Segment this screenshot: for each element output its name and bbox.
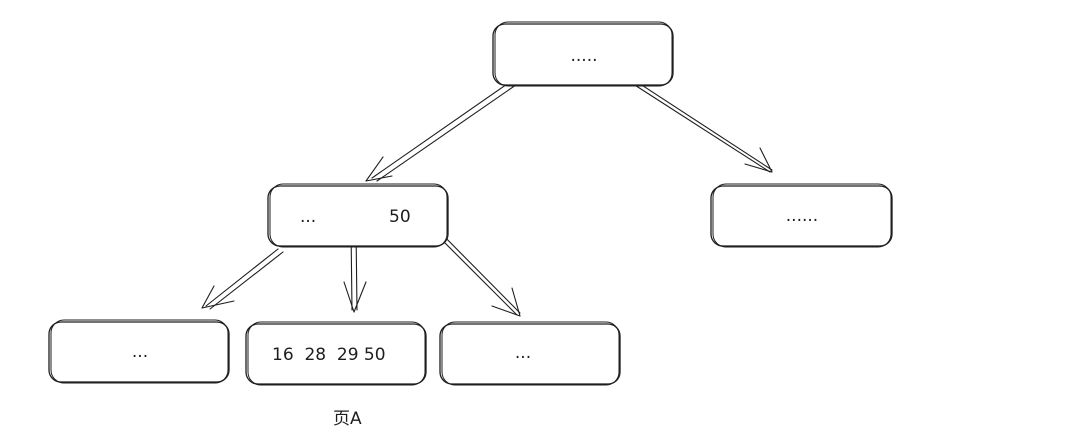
node-leaf-1-label: ...: [132, 342, 148, 362]
edge-mid-to-leaf-1: [201, 248, 284, 310]
node-mid-left: ... 50: [267, 183, 449, 248]
node-leaf-2-label: 16 28 29 50: [272, 345, 386, 365]
node-root: .....: [492, 21, 674, 87]
edge-root-to-mid-left: [365, 74, 527, 182]
node-mid-right-label: ......: [786, 206, 818, 226]
edge-root-to-mid-right: [629, 79, 773, 173]
page-a-caption: 页A: [333, 409, 362, 429]
node-leaf-1: ...: [48, 319, 230, 384]
node-leaf-2: 16 28 29 50: [245, 321, 427, 386]
node-mid-right: ......: [710, 183, 893, 248]
node-mid-left-left-label: ...: [300, 207, 316, 227]
node-root-label: .....: [570, 46, 597, 66]
node-leaf-3: ...: [439, 321, 621, 386]
node-leaf-3-label: ...: [515, 343, 531, 363]
node-mid-left-right-label: 50: [389, 207, 411, 227]
